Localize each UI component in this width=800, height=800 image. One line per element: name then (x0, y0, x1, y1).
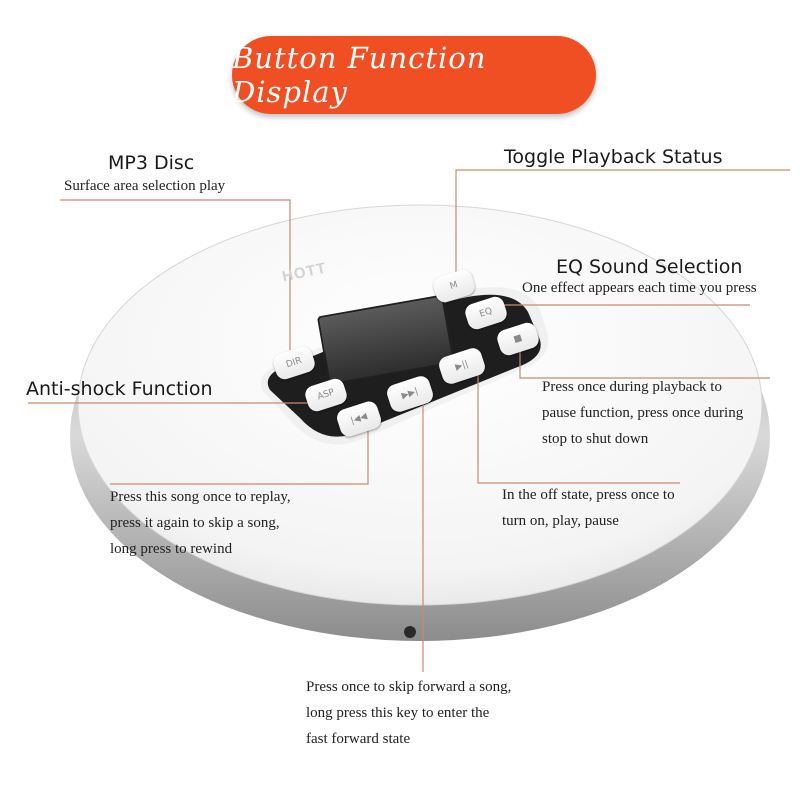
leader-line-toggle (455, 169, 790, 282)
prev-desc-line: press it again to skip a song, (110, 515, 280, 531)
mode-button-label: M (448, 280, 460, 292)
mp3-disc-desc: Surface area selection play (64, 178, 226, 194)
next-desc-line: fast forward state (306, 731, 411, 747)
asp-button-label: ASP (316, 387, 336, 403)
stop-desc-line: Press once during playback to (542, 379, 722, 395)
stop-desc-line: pause function, press once during (542, 405, 744, 421)
toggle-playback-heading: Toggle Playback Status (504, 146, 723, 168)
play-description: In the off state, press once to turn on,… (502, 482, 675, 534)
eq-sound-desc: One effect appears each time you press (522, 280, 757, 296)
play-desc-line: turn on, play, pause (502, 513, 619, 529)
prev-description: Press this song once to replay, press it… (110, 484, 291, 562)
leader-line-play (477, 370, 680, 484)
prev-icon: |◀◀ (349, 411, 369, 427)
next-description: Press once to skip forward a song, long … (306, 674, 511, 752)
mp3-disc-heading: MP3 Disc (108, 152, 195, 174)
banner-title: Button Function Display (232, 41, 487, 109)
prev-desc-line: long press to rewind (110, 541, 233, 557)
play-desc-line: In the off state, press once to (502, 487, 675, 503)
eq-sound-heading: EQ Sound Selection (556, 256, 743, 278)
dir-button-label: DIR (284, 355, 304, 371)
title-banner: Button Function Display (232, 36, 596, 114)
next-desc-line: long press this key to enter the (306, 705, 490, 721)
eq-button-label: EQ (478, 306, 494, 320)
anti-shock-heading: Anti-shock Function (26, 378, 213, 400)
prev-desc-line: Press this song once to replay, (110, 489, 291, 505)
headphone-jack-icon (404, 626, 416, 638)
next-desc-line: Press once to skip forward a song, (306, 679, 512, 695)
play-pause-icon: ▶|| (454, 359, 470, 373)
stop-description: Press once during playback to pause func… (542, 374, 743, 452)
leader-line-stop (519, 345, 770, 379)
leader-line-prev (110, 424, 369, 485)
stop-desc-line: stop to shut down (542, 431, 649, 447)
stop-icon: ■ (512, 332, 524, 346)
leader-line-mp3 (60, 199, 291, 350)
next-icon: ▶▶| (400, 386, 420, 402)
